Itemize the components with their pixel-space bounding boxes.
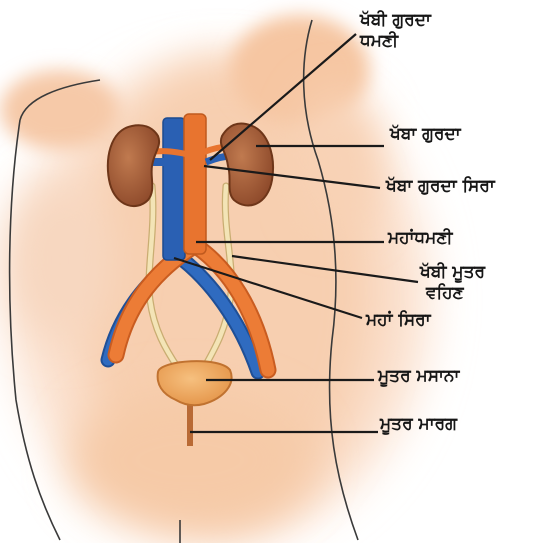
label-left-renal-artery: ਖੱਬੀ ਗੁਰਦਾ ਧਮਣੀ <box>360 10 431 52</box>
label-vena-cava: ਮਹਾਂ ਸਿਰਾ <box>366 310 431 331</box>
label-left-ureter: ਖੱਬੀ ਮੂਤਰ ਵਹਿਣ <box>420 262 485 304</box>
label-left-renal-artery-line2: ਧਮਣੀ <box>360 31 431 52</box>
label-urethra: ਮੂਤਰ ਮਾਰਗ <box>380 414 457 435</box>
vena-cava <box>163 118 185 260</box>
label-left-renal-artery-line1: ਖੱਬੀ ਗੁਰਦਾ <box>360 10 431 31</box>
label-left-kidney: ਖੱਬਾ ਗੁਰਦਾ <box>390 124 461 145</box>
label-left-ureter-line2: ਵਹਿਣ <box>420 283 485 304</box>
label-left-ureter-line1: ਖੱਬੀ ਮੂਤਰ <box>420 262 485 283</box>
label-left-renal-vein: ਖੱਬਾ ਗੁਰਦਾ ਸਿਰਾ <box>386 176 495 197</box>
aorta <box>184 114 206 254</box>
label-urinary-bladder: ਮੂਤਰ ਮਸਾਨਾ <box>378 366 459 387</box>
label-aorta: ਮਹਾਂਧਮਣੀ <box>388 228 453 249</box>
right-kidney <box>108 125 159 206</box>
